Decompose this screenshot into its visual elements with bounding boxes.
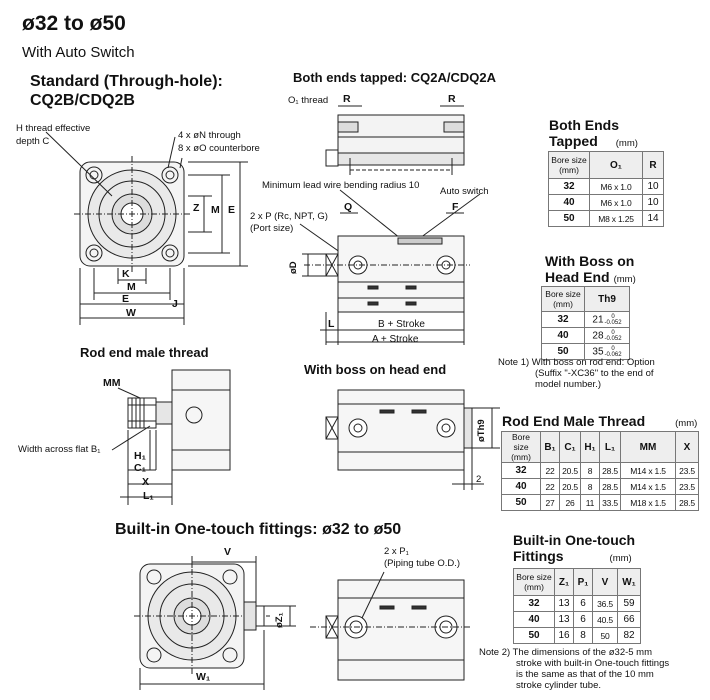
boss-title: With boss on head end [304,362,447,377]
port-label: 2 x P (Rc, NPT, G) [250,211,328,222]
auto-switch-label: Auto switch [440,186,489,197]
v-label: V [224,546,232,558]
note-1: Note 1) With boss on rod end: Option (Su… [498,357,655,390]
mm-label: MM [103,377,121,389]
note-2: Note 2) The dimensions of the ø32-5 mm s… [479,647,670,691]
width-flat-label: Width across flat B₁ [18,444,101,455]
r-label-left: R [343,93,351,105]
r-label-right: R [448,93,456,105]
piping-tube-label: (Piping tube O.D.) [384,558,461,569]
dim-k: K [122,268,130,280]
c1-label: C₁ [134,462,146,474]
q-label: Q [344,201,353,213]
port-size-label: (Port size) [250,223,294,234]
header-r: R [642,151,664,179]
header-th9: Th9 [584,286,630,312]
header-bore: Bore size (mm) [541,286,585,312]
w1-label: W₁ [196,671,211,683]
depth-label: depth C [16,136,50,147]
page-title: ø32 to ø50 [22,12,126,35]
z1-label: øZ₁ [274,612,285,628]
boss-2-label: 2 [476,474,482,485]
header-bore: Bore size (mm) [548,151,590,179]
standard-title: Standard (Through-hole):CQ2B/CDQ2B [30,73,223,109]
lead-wire-label: Minimum lead wire bending radius 10 [262,180,420,191]
page-subtitle: With Auto Switch [22,44,135,61]
counterbore-label: 8 x øO counterbore [178,143,260,154]
fit-table-title: Built-in One-touch Fittings(mm) [513,532,636,564]
dim-m-vertical: M [211,204,220,216]
x-label: X [142,476,150,488]
dim-e-vertical: E [228,204,236,216]
both-ends-table-title: Both Ends Tapped(mm) [549,117,638,149]
h1-label: H₁ [134,450,146,462]
dim-e: E [122,293,130,305]
dim-j: J [172,298,178,310]
dim-z: Z [193,202,200,214]
dim-w: W [126,307,136,319]
rod-end-title: Rod end male thread [80,345,209,360]
fittings-title: Built-in One-touch fittings: ø32 to ø50 [115,521,402,538]
table-header-row: Bore size (mm) Th9 [541,286,630,312]
table-header-row: Bore size (mm) Z₁ P₁ V W₁ [513,568,641,596]
through-hole-label: 4 x øN through [178,130,241,141]
header-o1: O₁ [589,151,643,179]
l-label: L [328,318,335,330]
f-label: F [452,201,459,213]
p1-label: 2 x P₁ [384,546,409,557]
b-stroke-label: B + Stroke [378,319,425,330]
rod-table-title: Rod End Male Thread(mm) [502,413,698,429]
boss-table-title: With Boss on Head End(mm) [545,253,636,285]
h-thread-label: H thread effective [16,123,91,134]
both-ends-title: Both ends tapped: CQ2A/CDQ2A [293,70,496,85]
dim-m: M [127,281,136,293]
o1-thread-label: O₁ thread [288,95,329,106]
table-header-row: Bore size (mm) B₁ C₁ H₁ L₁ MM X [501,431,699,463]
a-stroke-label: A + Stroke [372,334,419,345]
table-header-row: Bore size (mm) O₁ R [548,151,664,179]
l1-label: L₁ [143,490,154,502]
